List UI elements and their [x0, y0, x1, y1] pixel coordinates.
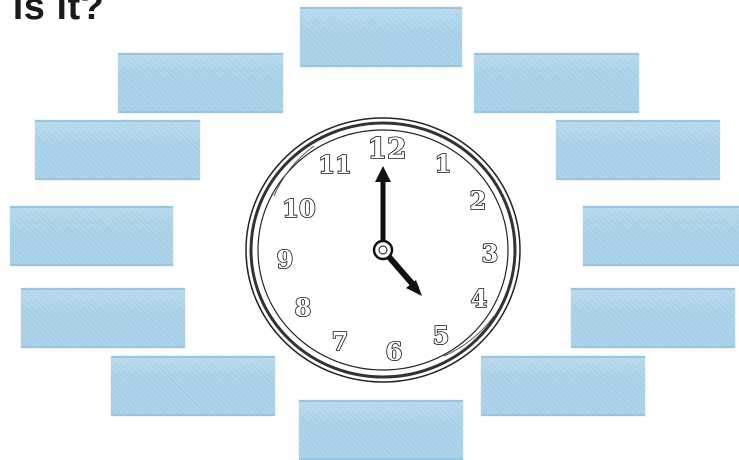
clock-numeral-3: 3 [482, 239, 499, 268]
clock-numeral-2: 2 [470, 186, 487, 215]
answer-card-2[interactable] [118, 53, 283, 113]
answer-card-8[interactable] [21, 288, 185, 348]
answer-card-6[interactable] [10, 206, 173, 266]
answer-card-7[interactable] [583, 206, 739, 266]
clock-numeral-1: 1 [435, 149, 452, 178]
clock-numeral-10: 10 [282, 194, 315, 223]
answer-card-5[interactable] [556, 120, 720, 180]
answer-card-9[interactable] [571, 288, 735, 348]
clock-numeral-5: 5 [433, 321, 450, 350]
answer-card-12[interactable] [299, 400, 463, 460]
clock-numeral-12: 12 [368, 132, 407, 165]
answer-card-4[interactable] [35, 120, 200, 180]
clock-numeral-7: 7 [332, 327, 349, 356]
answer-card-3[interactable] [474, 53, 639, 113]
page-title: e is it? [0, 0, 104, 29]
answer-card-1[interactable] [300, 7, 462, 67]
clock-numeral-6: 6 [386, 337, 403, 366]
clock-numeral-9: 9 [277, 245, 294, 274]
clock-numeral-8: 8 [295, 293, 312, 322]
clock-numeral-4: 4 [471, 284, 488, 313]
clock-numeral-11: 11 [318, 150, 351, 179]
